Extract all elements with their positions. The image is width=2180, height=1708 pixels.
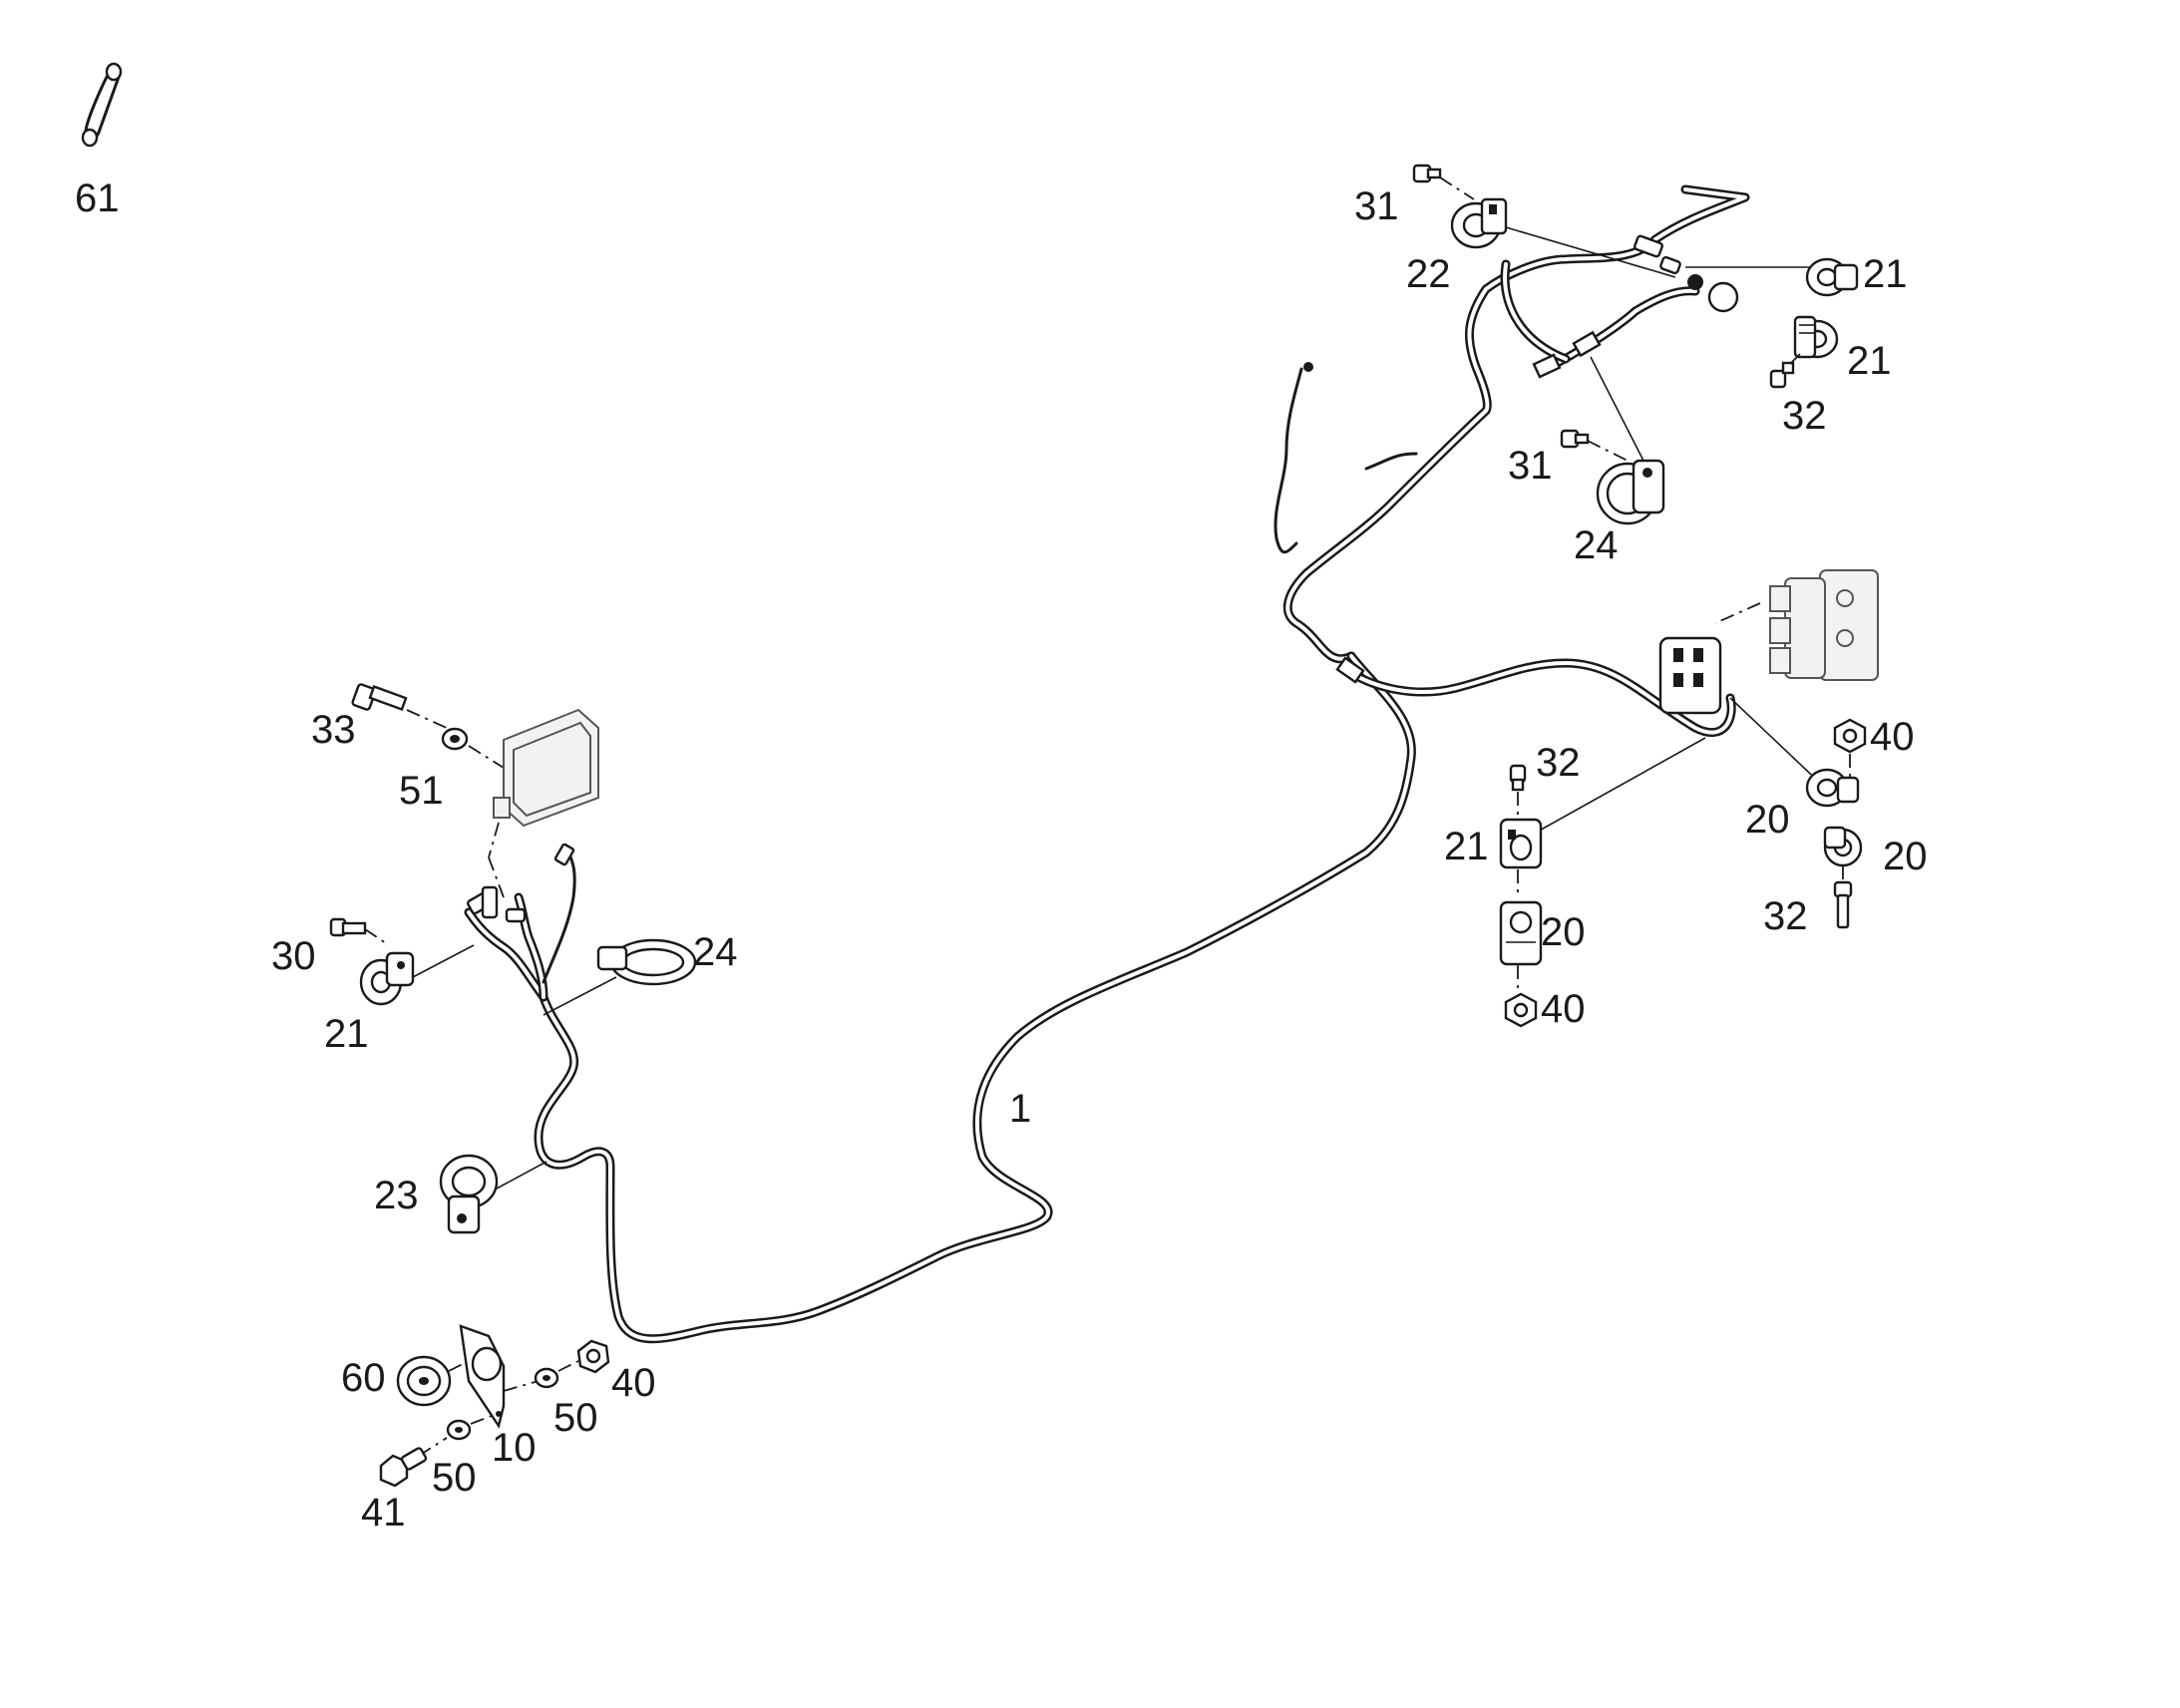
callout-24-left: 24	[693, 930, 738, 974]
control-module	[493, 708, 599, 828]
clamp-23	[439, 1154, 499, 1234]
callout-32-right: 32	[1763, 894, 1808, 938]
callout-21-left: 21	[324, 1012, 369, 1056]
left-module-group	[329, 683, 697, 1234]
callout-61: 61	[75, 176, 120, 220]
clamp-20-upper	[1805, 768, 1860, 808]
washer-50-right	[534, 1367, 559, 1389]
callout-21-second: 21	[1847, 339, 1892, 383]
callout-32-mid: 32	[1536, 741, 1581, 785]
valve-block	[1769, 569, 1879, 681]
right-upper-clips-group	[1412, 164, 1859, 525]
clamp-21-mid	[1499, 818, 1543, 869]
callout-40-mid: 40	[1541, 987, 1586, 1031]
callout-60: 60	[341, 1356, 386, 1400]
screw-32-mid	[1509, 764, 1527, 792]
valve-plug	[1658, 636, 1722, 715]
washer-51	[441, 727, 469, 751]
callout-50-left: 50	[432, 1456, 477, 1500]
callout-31-top: 31	[1354, 184, 1399, 228]
top-connector	[1634, 234, 1739, 313]
bolt-30	[329, 917, 367, 937]
clamp-21-upper	[1805, 257, 1859, 297]
screw-32-right-lower	[1833, 880, 1853, 929]
callout-40-right: 40	[1870, 715, 1915, 759]
clamp-24-right	[1596, 459, 1665, 525]
callout-21-mid: 21	[1444, 825, 1489, 868]
callout-10: 10	[492, 1426, 537, 1470]
callout-32-top: 32	[1782, 394, 1827, 438]
callout-31-mid: 31	[1508, 444, 1553, 488]
clamp-21-lower	[1793, 315, 1839, 359]
clamp-24-left	[596, 938, 697, 986]
clamp-21-left	[359, 951, 415, 1006]
bracket-group	[379, 1324, 610, 1488]
callout-30: 30	[271, 934, 316, 978]
clamp-20-mid	[1499, 900, 1543, 966]
callout-20-right-a: 20	[1745, 798, 1790, 842]
callout-23: 23	[374, 1174, 419, 1217]
clamp-22	[1450, 197, 1508, 249]
right-valve-group	[1499, 569, 1879, 1028]
clamp-20-lower	[1823, 826, 1863, 867]
callout-33: 33	[311, 708, 356, 752]
callout-labels: 61 31 22 21 21 32 31 24 40 20 20 32 21 2…	[75, 176, 1928, 1535]
nut-40-right-upper	[1833, 718, 1867, 754]
callout-40-left: 40	[611, 1361, 656, 1405]
washer-50-left	[446, 1419, 472, 1441]
link-rod-61	[81, 62, 123, 148]
bracket-10	[459, 1324, 506, 1429]
screw-32-upper	[1769, 361, 1795, 389]
callout-51: 51	[399, 769, 444, 813]
grommet-60	[396, 1355, 452, 1407]
callout-22: 22	[1406, 252, 1451, 296]
callout-20-mid: 20	[1541, 910, 1586, 954]
callout-21-top: 21	[1863, 252, 1908, 296]
callout-24-right: 24	[1574, 523, 1619, 567]
callout-20-right-b: 20	[1883, 835, 1928, 878]
screw-31-mid	[1560, 429, 1590, 449]
callout-50-right: 50	[553, 1396, 598, 1440]
bolt-33	[351, 683, 408, 711]
callout-1: 1	[1009, 1087, 1031, 1131]
nut-40-left	[576, 1339, 610, 1374]
bolt-41	[379, 1447, 428, 1488]
nut-40-mid	[1504, 992, 1538, 1028]
left-connectors	[467, 843, 575, 923]
callout-41: 41	[361, 1491, 406, 1535]
screw-31-top	[1412, 164, 1442, 183]
